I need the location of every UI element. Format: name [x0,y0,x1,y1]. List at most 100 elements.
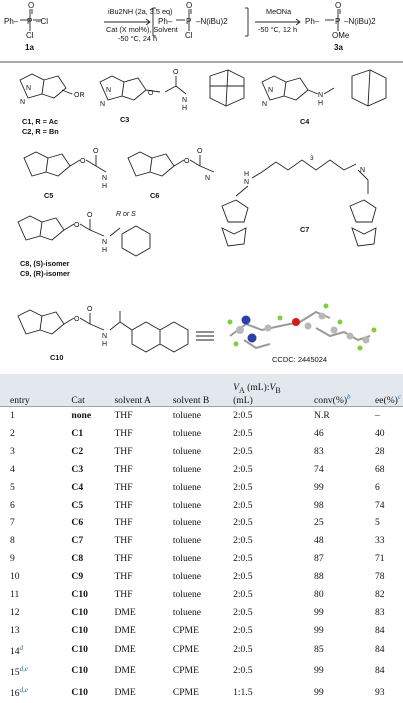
cell-solvent-b: toluene [172,553,202,565]
reagent-text: iBu2NH (2a, 3.5 eq) [108,7,173,16]
svg-text:O: O [186,1,192,10]
cell-ee: 28 [374,445,385,457]
svg-text:O: O [335,1,341,10]
footnote-marker: d,e [19,685,28,694]
cell-conv: 99 [314,481,324,493]
svg-text:N: N [20,99,25,106]
header-entry: entry [0,374,62,407]
cell-ratio: 2:0.5 [233,463,253,475]
cell-cat: C3 [71,463,84,475]
cell-entry: 9 [10,553,15,565]
cell-solvent-b: CPME [172,665,199,677]
cell-conv: N.R [314,410,330,421]
cell-ratio: 2:0.5 [233,499,253,511]
header-conv: conv(%)b [304,374,365,407]
cell-cat: C9 [71,571,84,583]
cell-solvent-a: DME [114,665,136,677]
cell-conv: 99 [314,606,324,618]
crystal-structure-image [227,303,377,351]
svg-text:OMe: OMe [332,31,350,40]
svg-text:–Cl: –Cl [36,17,48,26]
cell-ratio: 2:0.5 [233,571,253,583]
cell-conv: 88 [314,571,324,583]
cell-solvent-a: THF [114,499,133,511]
svg-text:H: H [102,183,107,190]
reactant-label: 1a [25,43,34,52]
cell-cat: C10 [71,589,88,601]
cell-ee: 93 [374,686,385,698]
cell-entry: 6 [10,499,15,511]
svg-text:O: O [28,1,34,10]
cell-solvent-b: toluene [172,606,202,618]
svg-text:–N(iBu)2: –N(iBu)2 [344,17,376,26]
conditions-text-2: -50 °C, 24 h [118,34,157,43]
c1-label: C1, R = Ac [22,117,58,126]
cell-ee: 84 [374,644,385,656]
reaction-scheme: Ph– O P –Cl Cl 1a iBu2NH (2a, 3.5 eq) Ca… [0,1,403,362]
cell-ee: 84 [374,665,385,677]
chain-repeat-label: 3 [310,155,314,162]
cell-conv: 85 [314,644,324,656]
cell-solvent-a: THF [114,410,133,421]
cell-ee: 33 [374,535,385,547]
cell-cat: C10 [71,686,88,698]
cell-solvent-b: toluene [172,463,202,475]
cell-conv: 48 [314,535,324,547]
cell-solvent-a: DME [114,686,136,698]
cell-solvent-a: THF [114,445,133,457]
cell-solvent-a: THF [114,571,133,583]
c2-label: C2, R = Bn [22,127,59,136]
stereo-label: R or S [116,211,136,218]
header-solvent-b: solvent B [162,374,224,407]
cell-ee: 40 [374,427,385,439]
svg-text:O: O [74,316,80,323]
cell-ee: 6 [374,481,380,493]
cell-cat: C10 [71,644,88,656]
cell-solvent-a: THF [114,463,133,475]
svg-text:O: O [173,69,179,76]
cell-solvent-b: toluene [172,410,202,421]
cell-cat: C7 [71,535,84,547]
svg-text:H: H [318,100,323,107]
cell-conv: 74 [314,463,324,475]
svg-text:N: N [360,167,365,174]
svg-text:O: O [148,90,154,97]
svg-text:N: N [244,179,249,186]
svg-text:N: N [106,87,111,94]
cell-solvent-a: THF [114,481,133,493]
svg-text:OR: OR [74,92,85,99]
svg-text:N: N [102,239,107,246]
svg-text:Ph–: Ph– [158,17,173,26]
cell-entry: 16d,e [10,685,28,700]
c10-label: C10 [50,353,63,362]
cell-solvent-b: toluene [172,499,202,511]
cell-entry: 12 [10,606,20,618]
cell-ratio: 2:0.5 [233,553,253,565]
cell-ee: – [374,410,380,421]
svg-text:N: N [102,333,107,340]
svg-text:N: N [102,175,107,182]
cell-entry: 3 [10,445,15,457]
svg-text:N: N [262,101,267,108]
cell-ratio: 1:1.5 [233,686,253,698]
cell-conv: 99 [314,665,324,677]
cell-ee: 78 [374,571,385,583]
cell-entry: 13 [10,624,20,636]
cell-cat: C8 [71,553,84,565]
c3-label: C3 [120,115,129,124]
cell-conv: 25 [314,517,324,529]
cell-ratio: 2:0.5 [233,624,253,636]
svg-text:N: N [182,97,187,104]
cell-ee: 83 [374,606,385,618]
cell-conv: 98 [314,499,324,511]
c4-label: C4 [300,117,310,126]
svg-text:Ph–: Ph– [4,17,19,26]
svg-text:N: N [318,92,323,99]
